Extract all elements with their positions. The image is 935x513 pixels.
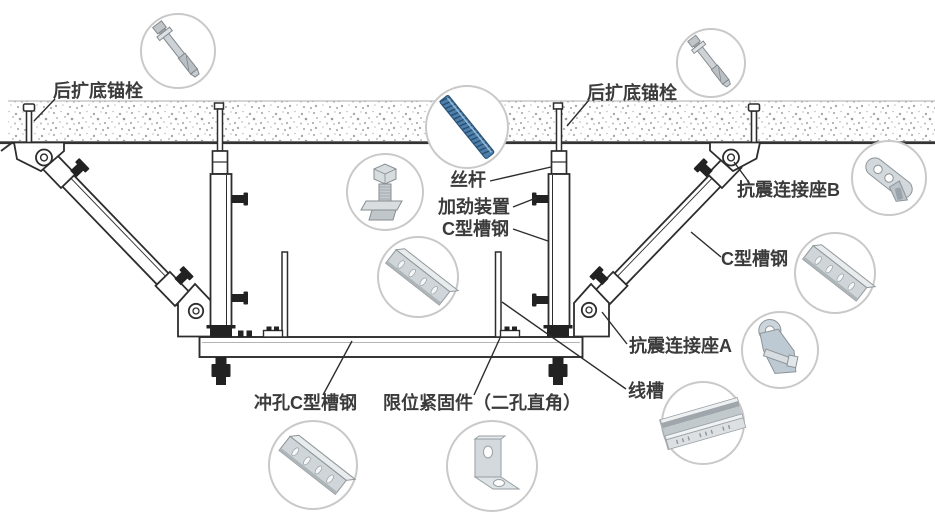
label-stiffening-device: 加劲装置 [437,196,510,217]
leader-lines [33,98,749,396]
cable-tray [281,251,502,338]
label-anchor-bolt-right: 后扩底锚栓 [587,82,677,103]
hinge-connector-a-right [573,282,610,338]
callout-threaded-rod [425,85,509,169]
leader-anchor-right [566,99,590,127]
limit-fastener-left [262,326,284,338]
callout-anchor-bolt-right [676,28,746,98]
hinge-connector-b-left [12,141,65,173]
leader-connector-b [733,161,749,182]
leader-anchor-left [33,98,56,122]
label-threaded-rod: 丝杆 [450,169,486,190]
labels: 后扩底锚栓 后扩底锚栓 丝杆 加劲装置 C型槽钢 抗震连接座B C型槽钢 抗震连… [53,80,840,413]
label-c-channel: C型槽钢 [442,218,509,239]
limit-fastener-right [499,326,521,338]
hinge-connector-a-left [177,282,214,338]
callout-c-channel-right [794,232,876,314]
right-vertical-hanger [532,102,573,385]
leader-stiffening-device [512,197,537,208]
right-diagonal-brace [588,152,743,312]
callout-seismic-connector-b [851,140,927,216]
label-seismic-connector-a: 抗震连接座A [629,335,732,356]
left-vertical-hanger [206,102,248,385]
label-seismic-connector-b: 抗震连接座B [737,179,840,200]
callout-cable-tray [658,381,747,465]
leader-wire-duct [501,301,627,390]
callout-anchor-bolt-left [140,13,216,89]
anchor-bolt-right [747,103,761,144]
hinge-connector-b-right [709,141,762,173]
label-c-channel-brace: C型槽钢 [721,248,788,269]
callout-punched-channel [268,420,358,510]
leader-threaded-rod [489,166,552,182]
leader-c-channel-brace [690,231,722,258]
leader-punched-channel [322,340,353,396]
callout-seismic-connector-a [741,311,819,389]
label-limit-fastener: 限位紧固件（二孔直角） [383,392,581,413]
bottom-channel [198,330,584,358]
callout-angle-bracket [446,420,538,512]
left-diagonal-brace [40,152,195,312]
leader-c-channel [512,228,549,242]
label-punched-c-channel: 冲孔C型槽钢 [254,392,357,413]
callout-stiffening-device [346,153,424,231]
label-anchor-bolt-left: 后扩底锚栓 [53,80,143,101]
callout-c-channel-center [377,236,459,318]
leader-connector-a [601,311,628,345]
leader-limit-fastener [473,337,501,396]
label-wire-duct: 线槽 [628,380,664,401]
